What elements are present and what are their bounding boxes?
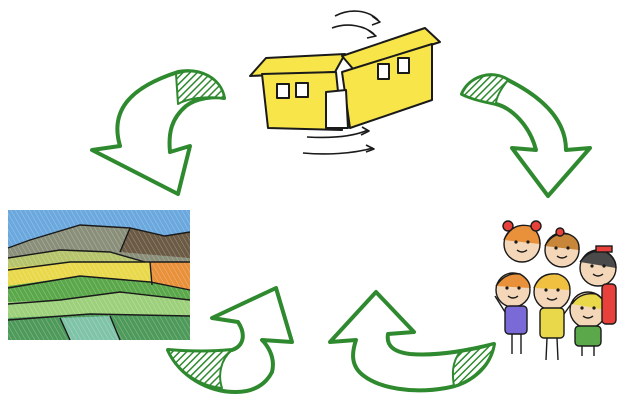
folding-house-icon <box>250 11 440 154</box>
recycle-arrow-icon <box>330 292 494 390</box>
recycle-arrow-icon <box>92 71 224 194</box>
recycle-arrow-icon <box>462 75 590 196</box>
children-group-icon <box>495 221 616 360</box>
landscape-icon <box>8 210 190 340</box>
